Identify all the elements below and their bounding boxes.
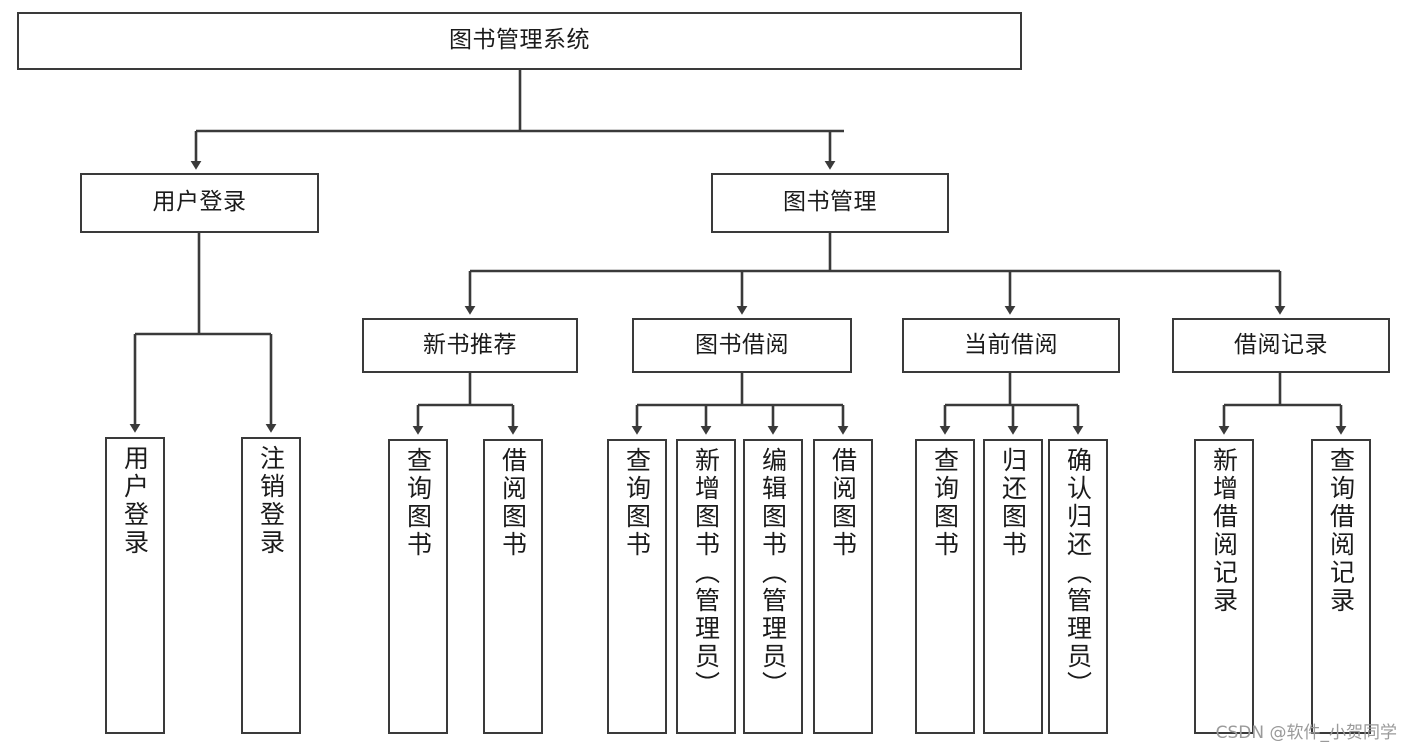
node-label: 归还图书 bbox=[998, 447, 1028, 559]
leaf-book-borrow-query-book[interactable]: 查询图书 bbox=[607, 439, 667, 734]
node-label: 查询图书 bbox=[403, 447, 433, 559]
node-root-book-management-system[interactable]: 图书管理系统 bbox=[17, 12, 1022, 70]
node-label: 新增图书（管理员） bbox=[691, 447, 721, 699]
node-book-management[interactable]: 图书管理 bbox=[711, 173, 949, 233]
node-user-login[interactable]: 用户登录 bbox=[80, 173, 319, 233]
leaf-book-borrow-add-book-admin[interactable]: 新增图书（管理员） bbox=[676, 439, 736, 734]
node-label: 图书管理 bbox=[783, 189, 877, 216]
node-label: 当前借阅 bbox=[964, 331, 1058, 358]
node-new-book-recommend[interactable]: 新书推荐 bbox=[362, 318, 578, 373]
node-label: 借阅图书 bbox=[498, 447, 528, 559]
node-label: 编辑图书（管理员） bbox=[758, 447, 788, 699]
node-borrow-record[interactable]: 借阅记录 bbox=[1172, 318, 1390, 373]
node-label: 图书借阅 bbox=[695, 331, 789, 358]
node-label: 借阅图书 bbox=[828, 447, 858, 559]
node-label: 注销登录 bbox=[256, 445, 286, 557]
leaf-borrow-record-query-record[interactable]: 查询借阅记录 bbox=[1311, 439, 1371, 734]
node-label: 查询图书 bbox=[930, 447, 960, 559]
node-label: 图书管理系统 bbox=[449, 27, 590, 54]
csdn-watermark: CSDN @软件_小贺同学 bbox=[1215, 723, 1397, 743]
leaf-current-borrow-return-book[interactable]: 归还图书 bbox=[983, 439, 1043, 734]
leaf-book-borrow-edit-book-admin[interactable]: 编辑图书（管理员） bbox=[743, 439, 803, 734]
leaf-current-borrow-confirm-return-admin[interactable]: 确认归还（管理员） bbox=[1048, 439, 1108, 734]
node-label: 查询图书 bbox=[622, 447, 652, 559]
node-label: 查询借阅记录 bbox=[1326, 447, 1356, 615]
node-label: 用户登录 bbox=[120, 445, 150, 557]
node-label: 借阅记录 bbox=[1234, 331, 1328, 358]
leaf-new-book-borrow-book[interactable]: 借阅图书 bbox=[483, 439, 543, 734]
node-label: 新书推荐 bbox=[423, 331, 517, 358]
node-current-borrow[interactable]: 当前借阅 bbox=[902, 318, 1120, 373]
node-label: 新增借阅记录 bbox=[1209, 447, 1239, 615]
leaf-book-borrow-borrow-book[interactable]: 借阅图书 bbox=[813, 439, 873, 734]
node-label: 用户登录 bbox=[152, 189, 247, 216]
node-book-borrow[interactable]: 图书借阅 bbox=[632, 318, 852, 373]
leaf-borrow-record-add-record[interactable]: 新增借阅记录 bbox=[1194, 439, 1254, 734]
leaf-user-login-logout[interactable]: 注销登录 bbox=[241, 437, 301, 734]
leaf-user-login-login[interactable]: 用户登录 bbox=[105, 437, 165, 734]
node-label: 确认归还（管理员） bbox=[1063, 447, 1093, 699]
leaf-new-book-query-book[interactable]: 查询图书 bbox=[388, 439, 448, 734]
leaf-current-borrow-query-book[interactable]: 查询图书 bbox=[915, 439, 975, 734]
